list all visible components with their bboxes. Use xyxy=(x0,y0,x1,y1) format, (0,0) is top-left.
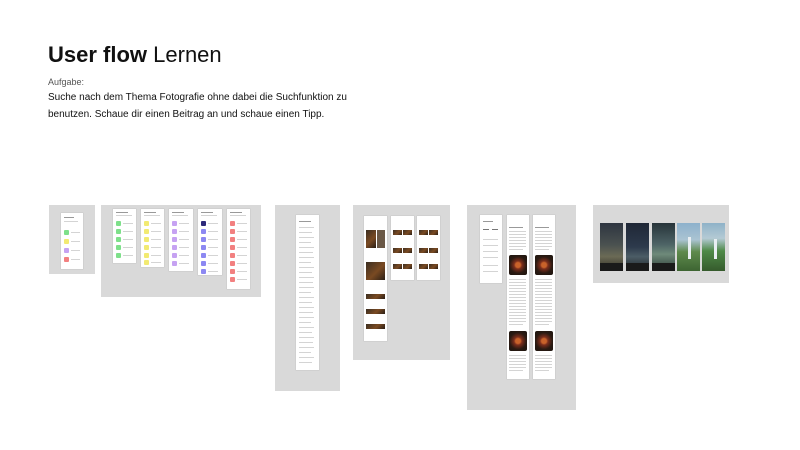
category-list-green xyxy=(113,209,136,263)
topic-list-screen xyxy=(296,215,319,370)
article-screen-2 xyxy=(533,215,555,379)
feed-screen xyxy=(364,216,387,341)
flower-photo xyxy=(509,255,527,275)
home-screen xyxy=(61,213,83,269)
article-overview-screen xyxy=(480,215,502,283)
title-bold: User flow xyxy=(48,42,148,67)
category-green-icon xyxy=(64,230,69,235)
category-list-blue xyxy=(198,209,222,275)
task-text: Suche nach dem Thema Fotografie ohne dab… xyxy=(48,92,347,120)
flower-photo xyxy=(535,331,553,351)
tip-screen-1 xyxy=(600,223,623,271)
flow-step-3-panel[interactable] xyxy=(275,205,340,391)
category-purple-icon xyxy=(64,248,69,253)
feed-screen-3 xyxy=(417,216,440,280)
article-screen-1 xyxy=(507,215,529,379)
flower-photo xyxy=(509,331,527,351)
flower-photo xyxy=(535,255,553,275)
feed-screen-2 xyxy=(391,216,414,280)
task-label: Aufgabe: xyxy=(48,77,85,87)
page-title: User flow Lernen xyxy=(48,42,222,68)
flow-step-4-panel[interactable] xyxy=(353,205,450,360)
flow-step-1-panel[interactable] xyxy=(49,205,95,274)
tip-screen-4 xyxy=(677,223,700,271)
flow-step-2-panel[interactable] xyxy=(101,205,261,297)
flow-step-6-panel[interactable] xyxy=(593,205,729,283)
tip-screen-3 xyxy=(652,223,675,271)
category-list-red xyxy=(227,209,250,289)
category-list-yellow xyxy=(141,209,164,267)
tip-screen-5 xyxy=(702,223,725,271)
category-red-icon xyxy=(64,257,69,262)
category-yellow-icon xyxy=(64,239,69,244)
tip-screen-2 xyxy=(626,223,649,271)
flow-step-5-panel[interactable] xyxy=(467,205,576,410)
title-light: Lernen xyxy=(147,42,222,67)
category-list-purple xyxy=(169,209,193,271)
